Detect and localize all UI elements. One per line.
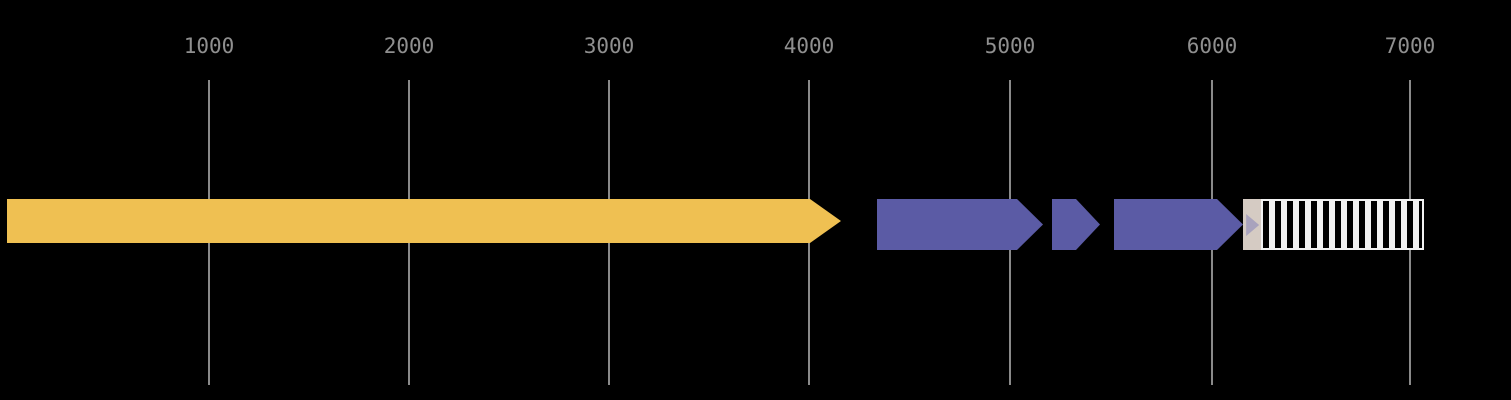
striped-region-start-marker[interactable] [1243,199,1261,250]
yellow-arrow-feature[interactable] [7,199,841,243]
axis-tick-label: 3000 [583,34,635,58]
axis-tick-label: 5000 [984,34,1036,58]
axis-tick-label: 4000 [783,34,835,58]
striped-region[interactable] [1243,199,1424,250]
purple-arrow-segment-1[interactable] [877,199,1043,250]
purple-arrow-segment-2[interactable] [1052,199,1100,250]
purple-arrow-segment-3-shape [1114,199,1243,250]
axis-tick-label: 6000 [1186,34,1238,58]
axis-tick-label: 1000 [183,34,235,58]
yellow-arrow-feature-shape [7,199,841,243]
purple-arrow-segment-1-shape [877,199,1043,250]
axis-tick-label: 7000 [1384,34,1436,58]
marker-triangle-icon [1246,213,1260,236]
axis-tick-label: 2000 [383,34,435,58]
purple-arrow-segment-3[interactable] [1114,199,1243,250]
purple-arrow-segment-2-shape [1052,199,1100,250]
